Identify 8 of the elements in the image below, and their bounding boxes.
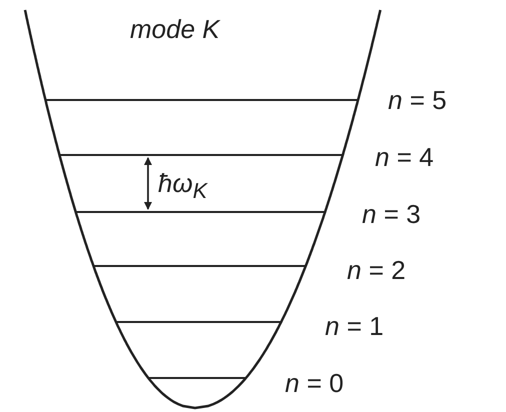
spacing-label: ħω$_{K}$ xyxy=(158,170,208,202)
level-label: n = 0 xyxy=(285,370,344,396)
level-label: n = 5 xyxy=(388,87,447,113)
level-label: n = 1 xyxy=(325,313,384,339)
label: mode K xyxy=(130,16,220,42)
level-label: n = 2 xyxy=(347,257,406,283)
level-label: n = 3 xyxy=(362,201,421,227)
level-label: n = 4 xyxy=(375,144,434,170)
